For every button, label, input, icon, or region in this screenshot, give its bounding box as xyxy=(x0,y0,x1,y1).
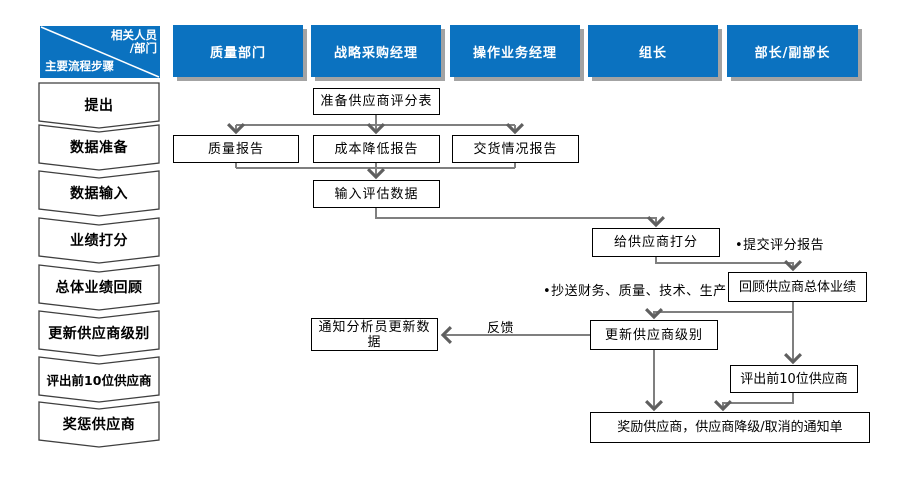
step-chevron-performance-scoring: 业绩打分 xyxy=(38,217,160,264)
flowbox-review-overall-performance: 回顾供应商总体业绩 xyxy=(728,272,867,302)
step-label: 总体业绩回顾 xyxy=(55,280,143,296)
step-label: 提出 xyxy=(84,98,114,114)
step-chevron-overall-review: 总体业绩回顾 xyxy=(38,264,160,311)
step-label: 数据准备 xyxy=(70,140,128,156)
flowbox-update-supplier-level: 更新供应商级别 xyxy=(590,320,718,350)
flowbox-reward-punish-notice: 奖励供应商，供应商降级/取消的通知单 xyxy=(590,412,870,443)
step-label: 奖惩供应商 xyxy=(62,417,136,433)
step-label: 业绩打分 xyxy=(70,233,128,249)
flowbox-notify-analyst-update: 通知分析员更新数据 xyxy=(311,318,438,351)
matrix-header-cell: 相关人员 /部门 主要流程步骤 xyxy=(40,26,160,78)
step-chevron-update-supplier-level: 更新供应商级别 xyxy=(38,310,160,357)
matrix-roles-line2: /部门 xyxy=(129,41,157,55)
step-chevron-propose: 提出 xyxy=(38,82,160,129)
flowbox-cost-reduction-report: 成本降低报告 xyxy=(313,135,440,163)
matrix-header-steps-label: 主要流程步骤 xyxy=(45,59,114,73)
matrix-header-roles-label: 相关人员 /部门 xyxy=(111,29,157,55)
lane-header-team-leader: 组长 xyxy=(588,25,718,77)
flowbox-select-top10: 评出前10位供应商 xyxy=(730,365,858,393)
annotation-feedback-label: 反馈 xyxy=(487,321,515,336)
step-chevron-select-top10: 评出前10位供应商 xyxy=(38,356,160,403)
step-label: 更新供应商级别 xyxy=(48,326,150,342)
step-chevron-reward-punish: 奖惩供应商 xyxy=(38,401,160,448)
flowbox-delivery-report: 交货情况报告 xyxy=(452,135,579,163)
annotation-cc-departments: •抄送财务、质量、技术、生产 xyxy=(543,284,727,299)
flowbox-quality-report: 质量报告 xyxy=(173,135,299,163)
flowbox-score-suppliers: 给供应商打分 xyxy=(592,228,720,257)
lane-header-strategic-purchasing-manager: 战略采购经理 xyxy=(311,25,441,77)
flowbox-prepare-scorecard: 准备供应商评分表 xyxy=(313,88,440,115)
step-chevron-data-input: 数据输入 xyxy=(38,170,160,217)
step-label: 评出前10位供应商 xyxy=(46,372,152,388)
annotation-submit-score-report: •提交评分报告 xyxy=(735,238,825,253)
lane-header-operations-manager: 操作业务经理 xyxy=(450,25,580,77)
step-label: 数据输入 xyxy=(70,186,128,202)
matrix-roles-line1: 相关人员 xyxy=(111,28,157,42)
diagonal-divider xyxy=(40,26,160,78)
lane-header-minister: 部长/副部长 xyxy=(727,25,858,77)
lane-header-quality-dept: 质量部门 xyxy=(173,25,303,77)
step-chevron-data-preparation: 数据准备 xyxy=(38,124,160,171)
flowbox-input-eval-data: 输入评估数据 xyxy=(313,180,440,208)
